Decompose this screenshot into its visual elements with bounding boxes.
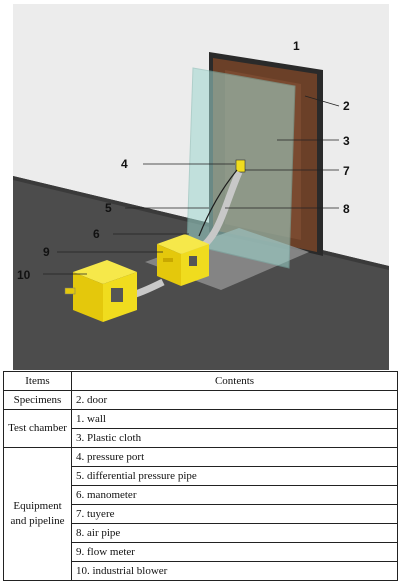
table-row: Specimens 2. door: [3, 390, 398, 410]
differential-pressure-pipe: [198, 169, 238, 237]
entry-flow-meter: 9. flow meter: [71, 542, 398, 562]
entry-pressure-port: 4. pressure port: [71, 447, 398, 467]
entry-plastic-cloth: 3. Plastic cloth: [71, 428, 398, 448]
callout-6: 6: [93, 227, 100, 241]
entry-air-pipe: 8. air pipe: [71, 523, 398, 543]
table-row: 5. differential pressure pipe: [4, 466, 398, 486]
entry-manometer: 6. manometer: [71, 485, 398, 505]
tuyere: [235, 159, 246, 173]
callout-9: 9: [43, 245, 50, 259]
entry-industrial-blower: 10. industrial blower: [71, 561, 398, 581]
callout-5: 5: [105, 201, 112, 215]
category-test-chamber: Test chamber: [3, 409, 72, 448]
test-setup-svg: 1 2 3 4 5 6 7 8 9 10: [13, 4, 389, 370]
entry-differential-pressure-pipe: 5. differential pressure pipe: [71, 466, 398, 486]
callout-1: 1: [293, 39, 300, 53]
entry-wall: 1. wall: [71, 409, 398, 429]
callout-7: 7: [343, 164, 350, 178]
leader-lines: [43, 95, 340, 275]
table-row: Equipment and pipeline 4. pressure port: [3, 447, 398, 581]
callout-10: 10: [17, 268, 31, 282]
legend-header-row: Items Contents: [3, 371, 398, 391]
callout-8: 8: [343, 202, 350, 216]
table-row: Test chamber 1. wall: [3, 409, 398, 448]
category-equipment: Equipment and pipeline: [3, 447, 72, 581]
entry-tuyere: 7. tuyere: [71, 504, 398, 524]
callout-2: 2: [343, 99, 350, 113]
header-items: Items: [3, 371, 72, 391]
entry-door: 2. door: [71, 390, 398, 410]
test-setup-illustration: 1 2 3 4 5 6 7 8 9 10: [13, 4, 389, 370]
industrial-blower: [64, 260, 137, 322]
callout-4: 4: [121, 157, 128, 171]
header-contents: Contents: [71, 371, 398, 391]
flow-meter: [157, 234, 209, 286]
callout-3: 3: [343, 134, 350, 148]
category-specimens: Specimens: [3, 390, 72, 410]
